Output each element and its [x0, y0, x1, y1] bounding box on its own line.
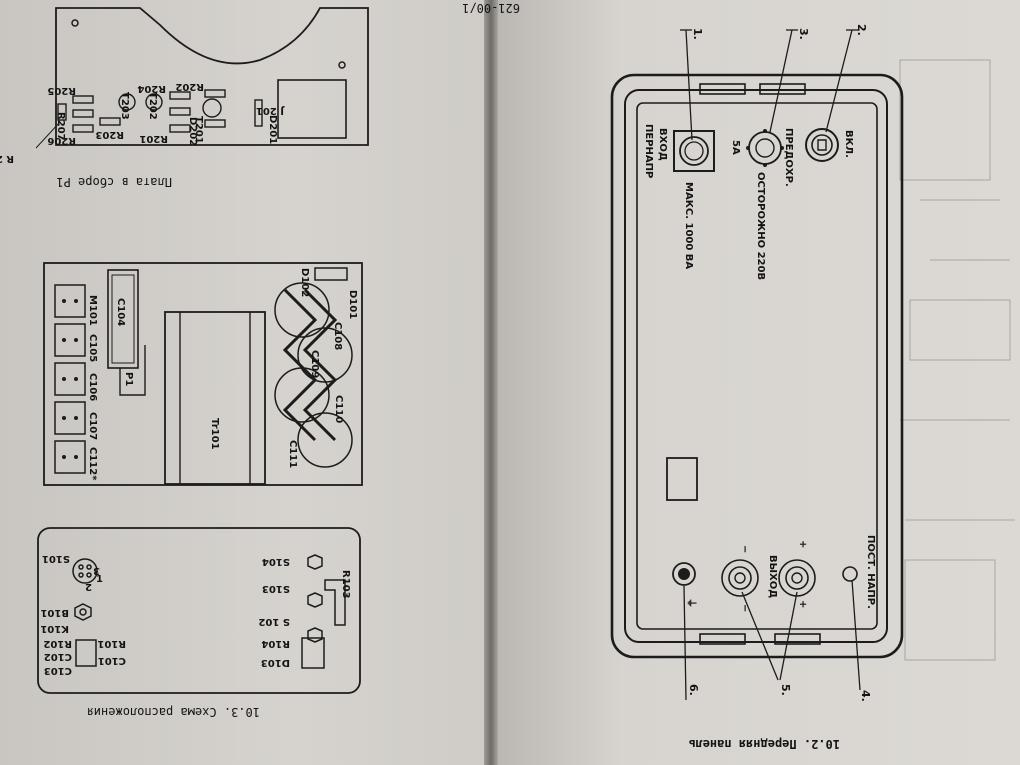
- main-board: M101 C105 C106 C107 C112* C104 P1 Tr101: [43, 262, 363, 486]
- label-r201: R201: [139, 133, 168, 144]
- label-input: ВХОД: [657, 128, 668, 161]
- label-d102: D102: [299, 268, 310, 297]
- callout-3: 3.: [797, 28, 810, 40]
- callout-1: 1.: [691, 28, 704, 40]
- label-minus-top: −: [739, 545, 750, 553]
- label-r202: R202: [175, 81, 204, 92]
- label-plus-top: +: [797, 540, 808, 548]
- label-c106: C106: [87, 373, 98, 401]
- label-s102: S 102: [258, 616, 290, 627]
- label-pin3: 3: [93, 565, 100, 576]
- label-d202: D202: [187, 117, 198, 146]
- label-pernapr: ПЕРНАПР: [643, 124, 654, 178]
- front-panel: ВКЛ. ПРЕДОХР. 5А ОСТОРОЖНО 220В ВХОД ПЕР…: [610, 24, 904, 702]
- label-r101: R101: [97, 638, 126, 649]
- header-code: 621-00/1: [462, 1, 520, 15]
- label-tr101: Tr101: [209, 418, 220, 450]
- label-s104: S104: [262, 556, 290, 567]
- label-minus-bottom: −: [739, 604, 750, 612]
- label-r204: R204: [137, 83, 166, 94]
- label-c110: C110: [333, 395, 344, 423]
- label-c111: C111: [287, 440, 298, 468]
- label-r203: R203: [95, 129, 124, 140]
- book-spine: [484, 0, 498, 765]
- label-d103: D103: [261, 657, 290, 668]
- label-b101: B101: [40, 607, 69, 618]
- panel-board: S101 B101 K101 R102 C102 C103 C101 R101 …: [37, 527, 361, 694]
- label-c109: C109: [309, 350, 320, 378]
- label-max-power: МАКС. 1000 ВА: [683, 182, 694, 269]
- label-p1: P1: [123, 372, 134, 386]
- label-r206: R206: [47, 135, 76, 146]
- label-pin2: 2: [85, 581, 92, 592]
- label-m101: C104: [115, 298, 126, 326]
- label-c108: C108: [332, 322, 343, 350]
- label-r207: R 207: [0, 153, 14, 164]
- callout-4: 4.: [859, 690, 872, 702]
- label-r205: R205: [47, 85, 76, 96]
- label-j201: J 201: [256, 105, 285, 116]
- left-page: [0, 0, 490, 765]
- board-p1: J 201 D201 R202 T201 D202: [0, 7, 369, 164]
- label-c104: M101: [87, 295, 98, 326]
- label-c107: C107: [87, 412, 98, 440]
- label-d201: D201: [267, 115, 278, 144]
- label-dc-volt: ПОСТ. НАПР.: [865, 535, 876, 609]
- label-pin1: 1: [96, 574, 103, 585]
- caption-board-p1: Плата в сборе Р1: [56, 175, 172, 189]
- right-page: [490, 0, 1020, 765]
- label-predohr: ПРЕДОХР.: [783, 128, 794, 187]
- label-warning: ОСТОРОЖНО 220В: [755, 172, 766, 280]
- caption-layout: 10.3. Схема расположения: [87, 705, 260, 719]
- label-k101: K101: [40, 623, 69, 634]
- label-t201: T201: [193, 116, 204, 144]
- label-r103: R103: [340, 570, 351, 599]
- label-plus-bottom: +: [797, 600, 808, 608]
- label-ground: ⏚: [685, 598, 697, 608]
- bleed-through: [899, 59, 1015, 661]
- label-c103: C103: [44, 665, 72, 676]
- label-s103: S103: [262, 583, 290, 594]
- label-r207-small: R207: [55, 112, 66, 141]
- callout-2: 2.: [855, 24, 868, 36]
- label-t202: T202: [147, 92, 158, 120]
- page-title: 10.2. Передняя панель: [688, 737, 840, 751]
- label-output: ВЫХОД: [767, 555, 778, 598]
- label-t203: T203: [119, 92, 130, 120]
- callout-5: 5.: [779, 684, 792, 696]
- label-c102: C102: [44, 651, 72, 662]
- label-c105: C105: [87, 334, 98, 362]
- label-r102: R102: [43, 638, 72, 649]
- label-vkl: ВКЛ.: [843, 130, 854, 158]
- label-s101: S101: [42, 553, 70, 564]
- label-r104: R104: [261, 638, 290, 649]
- label-d101: D101: [347, 290, 358, 319]
- label-5a: 5А: [730, 140, 741, 155]
- label-c112: C112*: [87, 447, 98, 481]
- label-c101: C101: [98, 655, 126, 666]
- callout-6: 6.: [687, 684, 700, 696]
- left-page-drawing: J 201 D201 R202 T201 D202: [0, 7, 369, 719]
